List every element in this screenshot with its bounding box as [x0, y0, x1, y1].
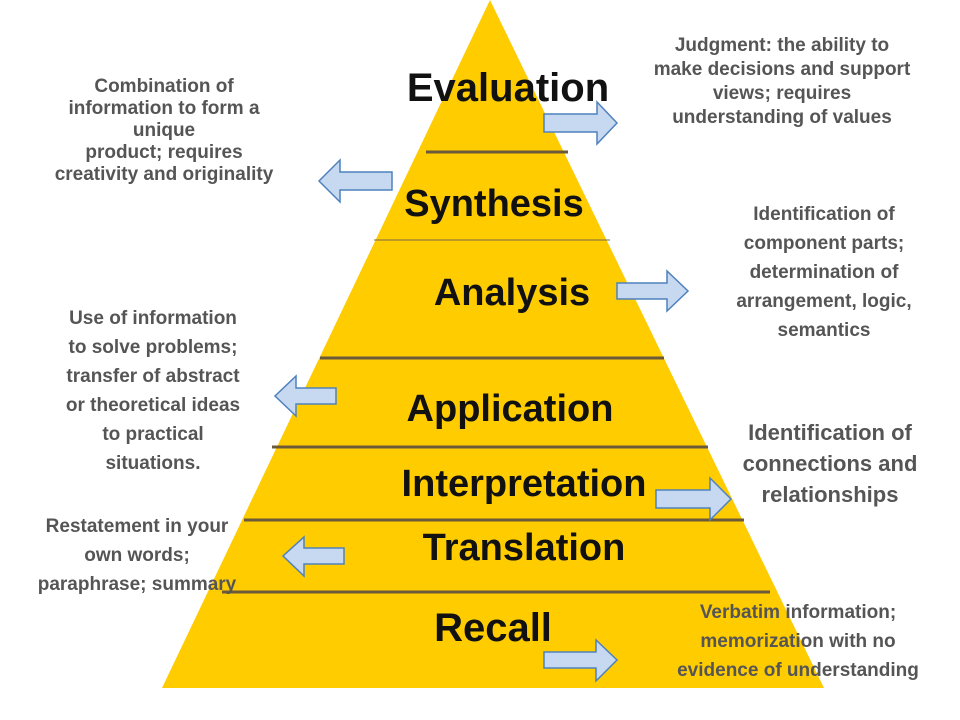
desc-analysis: Identification of component parts; deter… [694, 200, 954, 345]
desc-line: Combination of [94, 76, 234, 97]
desc-line: make decisions and support [653, 59, 911, 80]
desc-line: to solve problems; [68, 337, 238, 358]
desc-line: transfer of abstract [66, 366, 240, 387]
level-recall: Recall [434, 606, 552, 650]
desc-line: product; requires [85, 142, 243, 163]
desc-line: determination of [749, 262, 899, 283]
desc-line: understanding of values [672, 107, 892, 128]
desc-line: component parts; [743, 233, 905, 254]
desc-interpretation: Identification of connections and relati… [710, 417, 950, 510]
arrow-application-left [273, 374, 337, 418]
desc-line: creativity and originality [54, 164, 274, 185]
desc-line: paraphrase; summary [37, 574, 237, 595]
desc-line: relationships [761, 482, 899, 507]
level-analysis: Analysis [433, 272, 591, 314]
desc-line: Verbatim information; [699, 602, 897, 623]
desc-synthesis: Combination of information to form a uni… [14, 76, 314, 186]
desc-line: or theoretical ideas [65, 395, 241, 416]
desc-line: connections and [742, 451, 918, 476]
level-application: Application [406, 388, 614, 430]
desc-line: Identification of [753, 204, 895, 225]
arrow-synthesis-left [317, 158, 393, 204]
desc-line: semantics [777, 320, 871, 341]
desc-line: to practical [102, 424, 204, 445]
desc-line: Judgment: the ability to [674, 35, 890, 56]
desc-translation: Restatement in your own words; paraphras… [2, 512, 272, 599]
pyramid-shape [162, 0, 824, 688]
desc-line: situations. [105, 453, 201, 474]
desc-line: own words; [84, 545, 190, 566]
arrow-recall-right [543, 638, 619, 683]
arrow-translation-left [281, 535, 345, 578]
desc-line: memorization with no [700, 631, 896, 652]
level-interpretation: Interpretation [401, 463, 647, 505]
desc-recall: Verbatim information; memorization with … [640, 598, 956, 685]
desc-application: Use of information to solve problems; tr… [28, 304, 278, 478]
desc-line: arrangement, logic, [736, 291, 912, 312]
desc-line: evidence of understanding [677, 660, 919, 681]
desc-line: views; requires [712, 83, 852, 104]
desc-line: unique [132, 120, 196, 141]
desc-line: information to form a [68, 98, 260, 119]
arrow-evaluation-right [543, 100, 619, 146]
arrow-analysis-right [616, 269, 690, 313]
desc-line: Use of information [69, 308, 237, 329]
desc-evaluation: Judgment: the ability to make decisions … [612, 34, 952, 130]
desc-line: Identification of [748, 420, 912, 445]
arrow-interpretation-right [655, 476, 733, 522]
level-synthesis: Synthesis [404, 183, 584, 225]
level-translation: Translation [422, 527, 626, 569]
level-evaluation: Evaluation [406, 66, 610, 110]
desc-line: Restatement in your [45, 516, 229, 537]
